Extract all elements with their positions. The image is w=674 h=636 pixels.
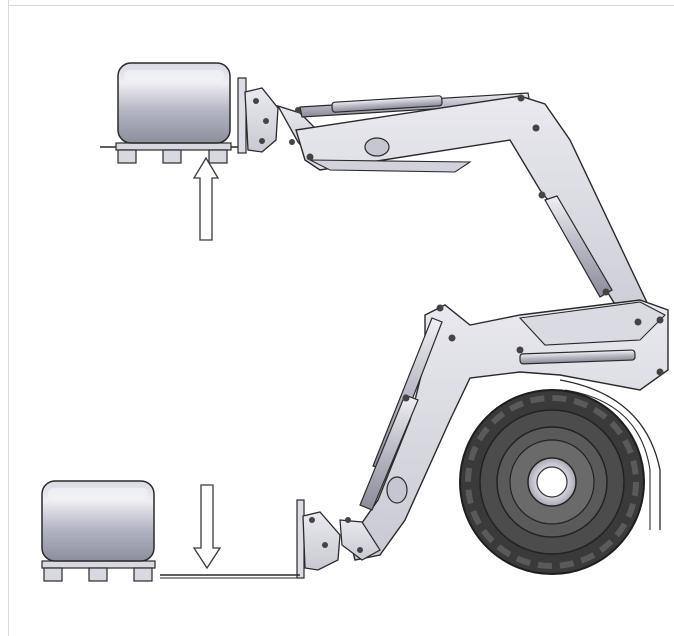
raised-crate: [117, 62, 231, 144]
raised-tilt-cylinder: [299, 92, 531, 118]
lower-down-arrow: [192, 484, 222, 570]
wheel-fender: [559, 379, 661, 530]
lowered-pallet: [41, 560, 156, 582]
frame-border-top: [8, 5, 674, 6]
front-tire: [459, 389, 645, 575]
raised-load: [100, 62, 245, 164]
raised-lift-cylinder: [544, 195, 613, 298]
lowered-horizontal-cylinder: [519, 349, 636, 365]
lowered-load: [41, 480, 156, 582]
lift-up-arrow: [192, 156, 220, 241]
raised-pallet: [115, 142, 232, 164]
lowered-boom: [349, 299, 669, 561]
frame-border-left: [8, 0, 9, 636]
lowered-carriage: [296, 499, 381, 579]
lowered-crate: [41, 480, 155, 562]
lowered-lift-cylinder: [359, 317, 443, 511]
